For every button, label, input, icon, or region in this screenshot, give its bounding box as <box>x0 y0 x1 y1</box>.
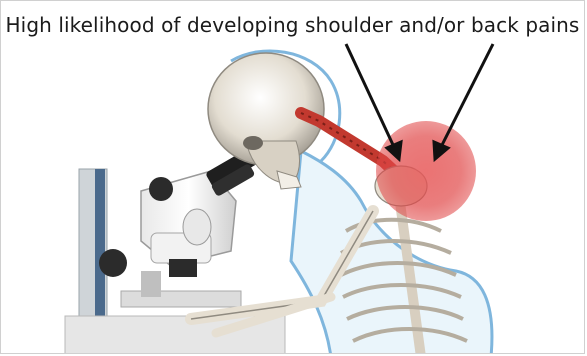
caption-text: High likelihood of developing shoulder a… <box>1 13 584 37</box>
pain-highlight <box>376 121 476 221</box>
